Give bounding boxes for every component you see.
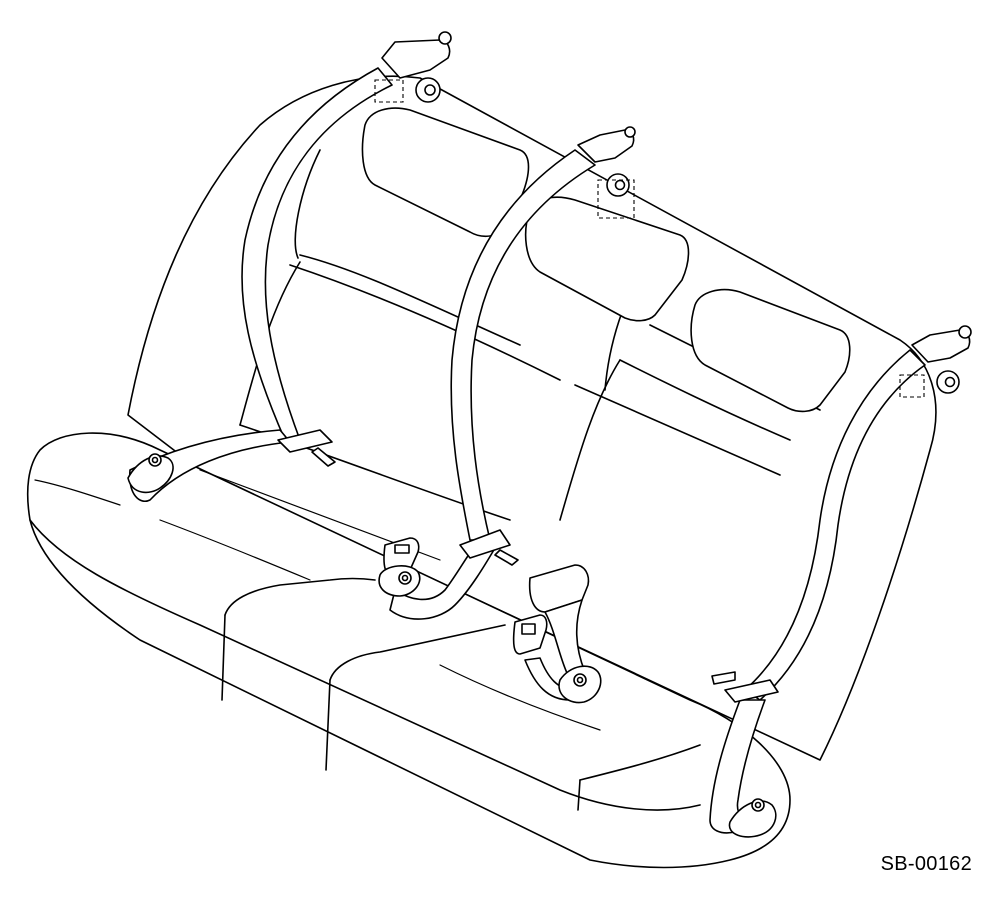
headrest-right	[690, 288, 851, 413]
anchor-bolt-right-lower	[728, 798, 777, 838]
anchor-bolt-center-lower	[558, 665, 602, 704]
anchor-bolt-left-lower	[127, 453, 174, 494]
belt-guide-right	[711, 671, 779, 703]
seat-belt-buckle-center	[512, 564, 590, 701]
figure-code: SB-00162	[880, 853, 972, 875]
seat-cushion	[26, 432, 791, 869]
belt-guide-left	[277, 429, 336, 467]
seat-backrest	[127, 75, 937, 761]
anchor-bolt-right-upper	[899, 325, 972, 398]
headrest-center	[524, 196, 690, 322]
anchor-bolt-left-upper	[374, 31, 452, 103]
seat-belt-right	[709, 349, 926, 834]
belt-guide-center	[459, 529, 519, 566]
seat-belt-buckle-left	[378, 537, 421, 597]
anchor-bolt-center-upper	[577, 126, 636, 219]
